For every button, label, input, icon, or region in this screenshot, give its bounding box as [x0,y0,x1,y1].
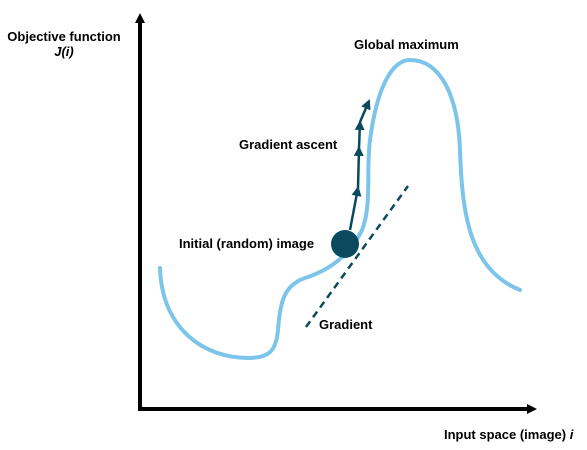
y-axis-title: Objective function [7,29,121,44]
ascent-arrow-2 [353,146,364,189]
initial-image-label: Initial (random) image [179,236,315,251]
gradient-tangent-line [304,185,410,328]
objective-curve [158,57,522,361]
x-axis-symbol: i [569,427,574,442]
gradient-label: Gradient [319,317,373,332]
gradient-ascent-label: Gradient ascent [239,137,338,152]
ascent-arrow-4 [358,99,371,123]
y-axis-label: Objective function J(i) [2,29,126,59]
gradient-ascent-arrows [348,99,371,231]
ascent-arrow-1 [348,186,362,231]
global-maximum-label: Global maximum [354,37,459,52]
x-axis-title: Input space (image) [444,427,567,442]
initial-image-point [331,230,359,258]
y-axis-symbol: J(i) [54,44,74,59]
ascent-arrow-3 [354,120,365,149]
x-axis-label: Input space (image) i [444,427,573,442]
